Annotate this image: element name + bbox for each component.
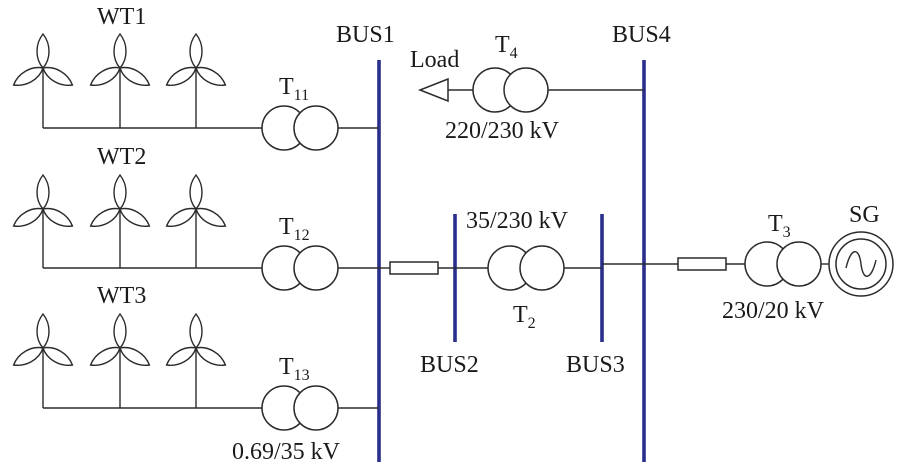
transformer-t11: T11 <box>261 74 379 151</box>
transformer-t4: T4 220/230 kV <box>445 32 644 144</box>
load-label: Load <box>410 47 459 73</box>
load: Load <box>410 47 459 103</box>
sg-label: SG <box>849 202 880 228</box>
bus4-label: BUS4 <box>612 22 671 48</box>
wind-turbine-icon <box>165 173 227 227</box>
wind-turbine-icon <box>12 312 74 366</box>
wind-turbine-icon <box>89 312 151 366</box>
wind-farm-wt2: WT2 <box>12 144 262 269</box>
t4-rating: 220/230 kV <box>445 118 560 144</box>
line-bus4-generator <box>644 257 745 271</box>
transformer-t13: T13 0.69/35 kV <box>232 354 379 465</box>
wind-turbine-icon <box>165 312 227 366</box>
t12-label: T12 <box>279 214 310 244</box>
t13-label: T13 <box>279 354 310 384</box>
load-arrow-icon <box>417 77 449 103</box>
t13-rating: 0.69/35 kV <box>232 439 341 465</box>
wind-farm-wt3: WT3 <box>12 283 262 409</box>
transformer-t12: T12 <box>261 214 379 291</box>
transformer-t3: T3 230/20 kV <box>722 211 829 324</box>
line-impedance-icon <box>389 261 439 275</box>
t3-rating: 230/20 kV <box>722 298 825 324</box>
synchronous-generator: SG <box>828 202 894 297</box>
wt3-label: WT3 <box>97 283 146 309</box>
t3-label: T3 <box>768 211 791 241</box>
wind-turbine-icon <box>89 32 151 86</box>
wind-turbine-icon <box>165 32 227 86</box>
line-bus1-bus2 <box>379 261 455 275</box>
line-impedance-icon <box>677 257 727 271</box>
wind-turbine-icon <box>89 173 151 227</box>
transformer-t2: 35/230 kV T2 <box>455 208 602 332</box>
bus3-label: BUS3 <box>566 352 625 378</box>
t2-label: T2 <box>513 302 536 332</box>
wt1-label: WT1 <box>97 4 146 30</box>
wind-farm-wt1: WT1 <box>12 4 262 129</box>
bus2-label: BUS2 <box>420 352 479 378</box>
t2-rating: 35/230 kV <box>466 208 569 234</box>
t11-label: T11 <box>279 74 309 104</box>
wind-turbine-icon <box>12 32 74 86</box>
bus1-label: BUS1 <box>336 22 395 48</box>
wind-turbine-icon <box>12 173 74 227</box>
t4-label: T4 <box>495 32 518 62</box>
wt2-label: WT2 <box>97 144 146 170</box>
